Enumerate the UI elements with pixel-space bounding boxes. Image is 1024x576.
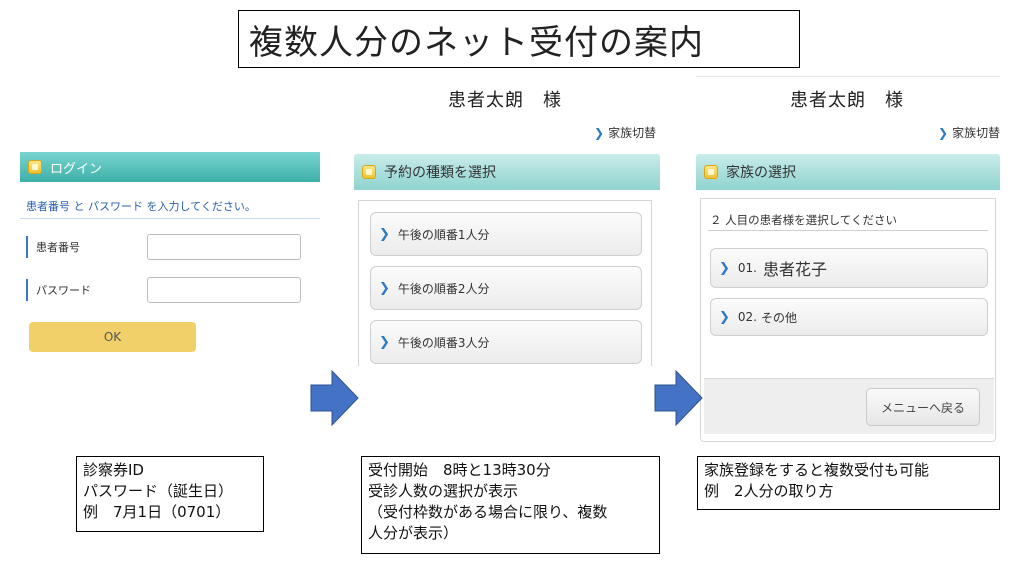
member-01-button[interactable]: ❯ 01. 患者花子 [710, 248, 988, 288]
patient-name: 患者太朗 様 [790, 90, 904, 111]
reserve-note: 受付開始 8時と13時30分 受診人数の選択が表示 （受付枠数がある場合に限り、… [361, 456, 660, 554]
chevron-right-icon: ❯ [379, 280, 390, 296]
family-switch-link[interactable]: ❯家族切替 [594, 124, 656, 141]
family-instruction-divider [708, 230, 988, 231]
family-instruction: ２ 人目の患者様を選択してください [710, 213, 897, 227]
reserve-icon [362, 165, 376, 179]
patient-name: 患者太朗 様 [448, 90, 562, 111]
family-switch-label: 家族切替 [608, 126, 657, 140]
member-number: 02. [737, 310, 757, 324]
family-switch-link[interactable]: ❯家族切替 [938, 124, 1000, 141]
login-panel: ログイン 患者番号 と パスワード を入力してください。 患者番号 パスワード … [20, 152, 320, 362]
chevron-right-icon: ❯ [719, 309, 730, 325]
member-name: 患者花子 [763, 260, 828, 279]
patient-number-input[interactable] [147, 234, 301, 260]
note-line: （受付枠数がある場合に限り、複数 [368, 503, 608, 521]
note-line: 診察券ID [83, 461, 144, 479]
note-line: 例 2人分の取り方 [704, 482, 834, 500]
login-divider [20, 218, 320, 219]
menu-back-button[interactable]: メニューへ戻る [866, 388, 980, 426]
option-3-button[interactable]: ❯ 午後の順番3人分 [370, 320, 642, 364]
option-1-button[interactable]: ❯ 午後の順番1人分 [370, 212, 642, 256]
chevron-right-icon: ❯ [938, 126, 949, 140]
ok-button[interactable]: OK [29, 322, 196, 352]
note-line: パスワード（誕生日） [83, 482, 234, 500]
family-panel: 家族の選択 ２ 人目の患者様を選択してください ❯ 01. 患者花子 ❯ 02.… [696, 154, 1000, 444]
family-switch-label: 家族切替 [952, 126, 1001, 140]
top-divider-line [696, 76, 1000, 77]
arrow-right-icon [310, 370, 360, 426]
option-label: 午後の順番3人分 [397, 335, 490, 350]
login-icon [28, 160, 42, 174]
note-line: 受診人数の選択が表示 [368, 482, 519, 500]
member-name: その他 [761, 310, 798, 325]
option-2-button[interactable]: ❯ 午後の順番2人分 [370, 266, 642, 310]
note-line: 人分が表示） [368, 524, 459, 542]
member-02-button[interactable]: ❯ 02. その他 [710, 298, 988, 336]
family-note: 家族登録をすると複数受付も可能 例 2人分の取り方 [697, 456, 1000, 510]
family-header: 家族の選択 [696, 154, 1000, 190]
option-label: 午後の順番1人分 [397, 227, 490, 242]
login-header: ログイン [20, 152, 320, 182]
arrow-right-icon [654, 370, 704, 426]
note-line: 例 7月1日（0701） [83, 503, 231, 521]
page-title: 複数人分のネット受付の案内 [238, 10, 800, 68]
chevron-right-icon: ❯ [379, 334, 390, 350]
note-line: 受付開始 8時と13時30分 [368, 461, 551, 479]
password-input[interactable] [147, 277, 301, 303]
family-header-label: 家族の選択 [726, 165, 796, 181]
login-instruction: 患者番号 と パスワード を入力してください。 [26, 200, 256, 213]
patient-number-label: 患者番号 [26, 236, 136, 258]
option-label: 午後の順番2人分 [397, 281, 490, 296]
login-header-label: ログイン [50, 161, 103, 177]
password-label: パスワード [26, 279, 136, 301]
reserve-header-label: 予約の種類を選択 [384, 165, 496, 181]
chevron-right-icon: ❯ [594, 126, 605, 140]
login-note: 診察券ID パスワード（誕生日） 例 7月1日（0701） [76, 456, 264, 532]
member-number: 01. [737, 261, 757, 275]
reserve-panel: 予約の種類を選択 ❯ 午後の順番1人分 ❯ 午後の順番2人分 ❯ 午後の順番3人… [354, 154, 660, 366]
chevron-right-icon: ❯ [379, 226, 390, 242]
chevron-right-icon: ❯ [719, 260, 730, 276]
reserve-header: 予約の種類を選択 [354, 154, 660, 190]
family-icon [704, 165, 718, 179]
note-line: 家族登録をすると複数受付も可能 [704, 461, 930, 479]
